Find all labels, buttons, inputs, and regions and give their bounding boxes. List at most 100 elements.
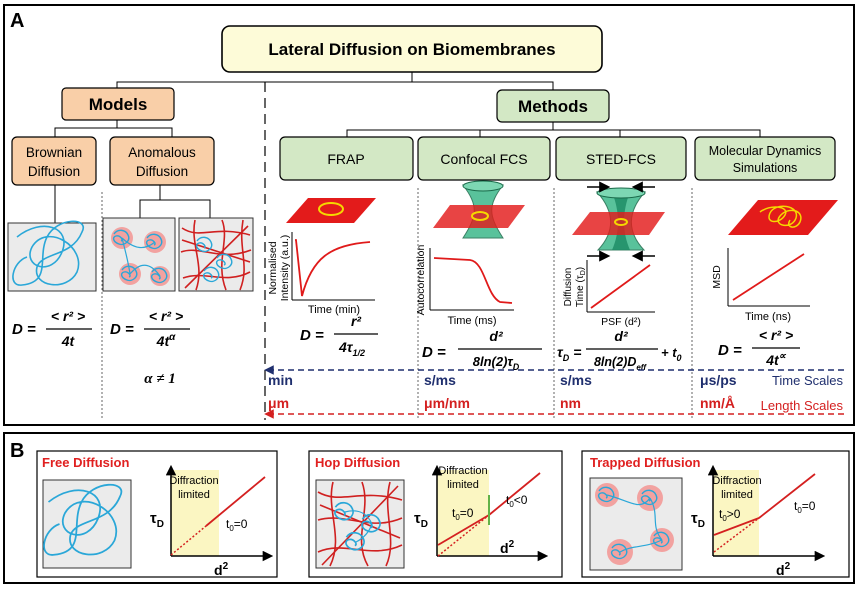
svg-text:d2: d2 (214, 561, 229, 578)
confocal-fcs-title: Confocal FCS (440, 151, 527, 167)
column-dividers (101, 188, 693, 420)
svg-text:s/ms: s/ms (560, 372, 592, 388)
frap-equation: D = r² 4τ1/2 (300, 313, 378, 358)
svg-text:Free Diffusion: Free Diffusion (42, 455, 129, 470)
svg-text:+ t0: + t0 (661, 345, 682, 363)
svg-text:μs/ps: μs/ps (700, 372, 737, 388)
svg-text:μm: μm (268, 395, 289, 411)
frap-box (279, 136, 414, 181)
md-msd-plot: MSD Time (ns) (711, 248, 810, 323)
length-scales-label: Length Scales (761, 398, 844, 413)
svg-text:d2: d2 (776, 561, 791, 578)
svg-text:Time (τD): Time (τD) (575, 267, 587, 307)
svg-text:4t∝: 4t∝ (765, 351, 786, 368)
svg-text:μm/nm: μm/nm (424, 395, 470, 411)
svg-text:Diffusion: Diffusion (563, 268, 574, 307)
frap-title: FRAP (327, 151, 364, 167)
sted-fcs-title: STED-FCS (586, 151, 656, 167)
svg-text:Diffraction: Diffraction (438, 465, 487, 477)
svg-text:Diffraction: Diffraction (169, 475, 218, 487)
svg-text:Trapped Diffusion: Trapped Diffusion (590, 455, 701, 470)
time-scales-label: Time Scales (772, 373, 844, 388)
anomalous-title-line2: Diffusion (136, 164, 188, 179)
panel-a-label: A (10, 10, 24, 32)
svg-text:t0=0: t0=0 (794, 499, 816, 515)
svg-text:D =: D = (718, 342, 742, 359)
svg-text:t0<0: t0<0 (506, 493, 528, 509)
svg-text:< r² >: < r² > (51, 308, 85, 324)
frap-recovery-plot: Normalised Intensity (a.u.) Time (min) (267, 232, 375, 316)
svg-text:Time (min): Time (min) (308, 304, 360, 316)
md-equation: D = < r² > 4t∝ (718, 327, 800, 368)
hop-diffusion-box: Hop Diffusion Diffraction limited τD d2 … (308, 450, 563, 578)
svg-text:Diffraction: Diffraction (712, 475, 761, 487)
confocal-autocorrelation-plot: Autocorrelation Time (ms) (415, 245, 514, 327)
svg-text:8ln(2)τD: 8ln(2)τD (473, 354, 520, 372)
svg-text:limited: limited (721, 489, 753, 501)
models-title: Models (89, 95, 148, 114)
svg-text:4τ1/2: 4τ1/2 (338, 339, 365, 358)
trapped-diffusion-box: Trapped Diffusion Diffraction limited τD… (581, 450, 850, 578)
svg-text:Autocorrelation: Autocorrelation (415, 245, 427, 316)
confocal-focal-volume-illustration (433, 180, 525, 239)
svg-text:τD: τD (150, 510, 164, 530)
tree-connectors (54, 72, 761, 223)
svg-text:Time (ns): Time (ns) (745, 311, 791, 323)
svg-text:nm/Å: nm/Å (700, 395, 735, 411)
brownian-title-line1: Brownian (26, 145, 82, 160)
root-title: Lateral Diffusion on Biomembranes (268, 40, 555, 59)
svg-text:τD: τD (691, 510, 705, 530)
brownian-box (11, 136, 97, 186)
svg-text:< r² >: < r² > (149, 308, 183, 324)
sted-diffusion-time-plot: Diffusion Time (τD) PSF (d²) (563, 260, 655, 328)
md-membrane-illustration (728, 200, 838, 235)
alpha-condition: α ≠ 1 (144, 371, 176, 387)
brownian-title-line2: Diffusion (28, 164, 80, 179)
panel-b-frame (3, 432, 855, 584)
anomalous-title-line1: Anomalous (128, 145, 196, 160)
svg-text:8ln(2)Deff: 8ln(2)Deff (594, 355, 647, 372)
svg-text:Hop Diffusion: Hop Diffusion (315, 455, 400, 470)
methods-title: Methods (518, 97, 588, 116)
svg-text:MSD: MSD (711, 265, 723, 289)
svg-text:d²: d² (614, 328, 628, 344)
svg-text:d2: d2 (500, 539, 515, 556)
svg-text:PSF (d²): PSF (d²) (601, 316, 641, 328)
panel-a-frame (3, 4, 855, 426)
svg-text:D =: D = (422, 344, 446, 361)
svg-text:D =: D = (110, 321, 134, 338)
free-diffusion-box: Free Diffusion Diffraction limited τD d2… (36, 450, 278, 578)
models-box (61, 87, 175, 121)
svg-text:D =: D = (300, 327, 324, 344)
svg-text:t0>0: t0>0 (719, 507, 741, 523)
svg-text:min: min (268, 372, 293, 388)
panel-b-label: B (10, 440, 24, 462)
frap-membrane-illustration (286, 198, 376, 223)
svg-text:limited: limited (178, 489, 210, 501)
md-title-line2: Simulations (733, 161, 798, 175)
brownian-equation: D = < r² > 4t (12, 308, 92, 349)
methods-box (496, 89, 610, 123)
time-scale-values: min s/ms s/ms μs/ps (268, 372, 737, 388)
md-title-line1: Molecular Dynamics (709, 144, 822, 158)
svg-text:t0=0: t0=0 (226, 517, 248, 533)
svg-text:d²: d² (489, 328, 503, 344)
svg-text:Time (ms): Time (ms) (447, 315, 496, 327)
svg-text:< r² >: < r² > (759, 327, 793, 343)
svg-text:limited: limited (447, 479, 479, 491)
anomalous-equation: D = < r² > 4tα (110, 308, 190, 349)
length-scale-values: μm μm/nm nm nm/Å (268, 395, 735, 411)
svg-text:4tα: 4tα (156, 332, 176, 349)
anomalous-meshwork-image (178, 217, 254, 292)
confocal-equation: D = d² 8ln(2)τD (422, 328, 542, 372)
svg-text:τD: τD (414, 510, 428, 530)
confocal-fcs-box (417, 136, 551, 181)
sted-focal-volume-illustration (572, 181, 665, 262)
svg-text:D =: D = (12, 321, 36, 338)
md-simulations-box (694, 136, 836, 181)
svg-text:r²: r² (351, 313, 361, 329)
anomalous-box (109, 136, 215, 186)
sted-equation: τD= d² 8ln(2)Deff + t0 (557, 328, 682, 372)
svg-text:Normalised: Normalised (267, 241, 279, 294)
